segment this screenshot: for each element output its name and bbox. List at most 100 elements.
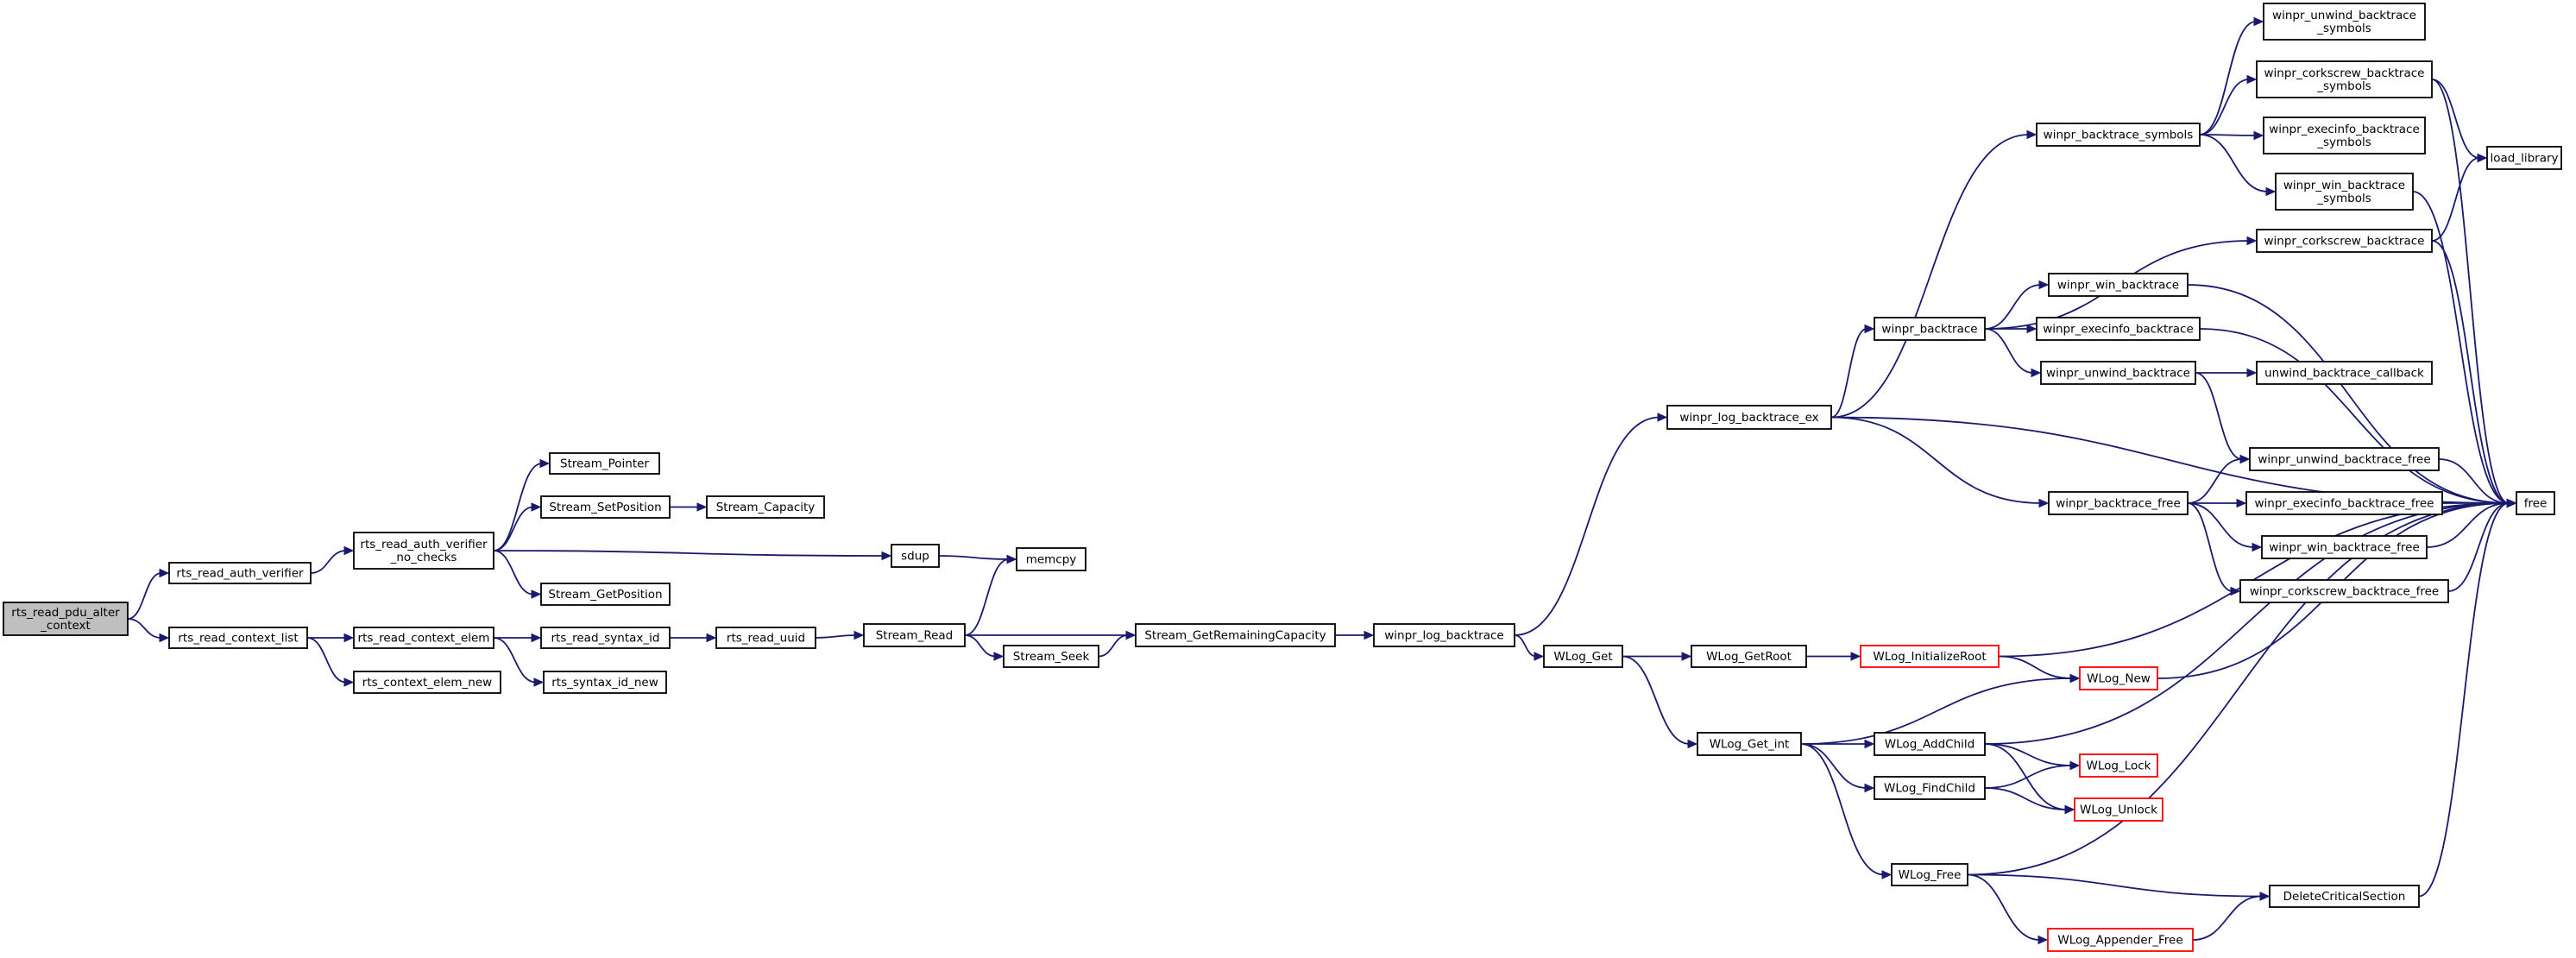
edge-line [1967, 873, 2263, 898]
node-winpr-log-backtrace-ex[interactable]: winpr_log_backtrace_ex [1666, 405, 1832, 430]
arrowhead-icon [533, 678, 545, 687]
node-winpr-win-backtrace-free[interactable]: winpr_win_backtrace_free [2261, 535, 2428, 559]
node-box [540, 495, 671, 519]
node-rts-syntax-id-new[interactable]: rts_syntax_id_new [543, 671, 667, 694]
edge-line [2192, 895, 2263, 941]
node-load-library[interactable]: load_library [2486, 146, 2562, 170]
node-winpr-log-backtrace[interactable]: winpr_log_backtrace [1373, 623, 1515, 647]
node-winpr-corkscrew-backtrace-free[interactable]: winpr_corkscrew_backtrace_free [2239, 579, 2449, 603]
arrowhead-icon [993, 652, 1005, 661]
edge-line [2438, 458, 2510, 504]
node-label: WLog_Get_int [1710, 738, 1790, 752]
edge-line [493, 506, 534, 551]
node-winpr-backtrace-free[interactable]: winpr_backtrace_free [2048, 491, 2189, 515]
node-winpr-corkscrew-backtrace-symbols[interactable]: winpr_corkscrew_backtrace_symbols [2256, 60, 2433, 98]
node-label: rts_read_context_list [178, 632, 298, 646]
node-label: _context [40, 619, 91, 633]
arrowhead-icon [2069, 673, 2081, 684]
node-winpr-execinfo-backtrace[interactable]: winpr_execinfo_backtrace [2036, 317, 2201, 341]
node-label: WLog_New [2087, 672, 2151, 686]
edge-winpr-backtrace-free-to-winpr-execinfo-backtrace-free [2188, 498, 2247, 508]
node-winpr-execinfo-backtrace-symbols[interactable]: winpr_execinfo_backtrace_symbols [2263, 117, 2426, 154]
node-label: rts_read_context_elem [358, 632, 490, 646]
node-label: WLog_InitializeRoot [1873, 650, 1986, 664]
edge-line [1514, 634, 1537, 658]
node-winpr-win-backtrace-symbols[interactable]: winpr_win_backtrace_symbols [2275, 173, 2414, 211]
edge-line [1514, 416, 1660, 636]
node-label: winpr_corkscrew_backtrace [2264, 235, 2424, 249]
node-winpr-unwind-backtrace-symbols[interactable]: winpr_unwind_backtrace_symbols [2263, 3, 2426, 41]
edge-rts-read-context-elem-to-rts-syntax-id-new [493, 637, 545, 687]
node-label: winpr_backtrace [1881, 323, 1977, 337]
node-rts-read-uuid[interactable]: rts_read_uuid [715, 627, 816, 649]
edge-line [2431, 79, 2510, 504]
node-box [1691, 645, 1807, 668]
edge-line [1800, 743, 1885, 876]
node-wlog-getroot[interactable]: WLog_GetRoot [1691, 645, 1807, 668]
node-rts-read-auth-verifier-no-checks[interactable]: rts_read_auth_verifier_no_checks [353, 532, 494, 570]
node-winpr-backtrace-symbols[interactable]: winpr_backtrace_symbols [2036, 123, 2201, 147]
node-stream-capacity[interactable]: Stream_Capacity [706, 495, 825, 519]
edge-line [127, 572, 162, 620]
node-winpr-corkscrew-backtrace[interactable]: winpr_corkscrew_backtrace [2256, 229, 2433, 253]
node-box [1003, 645, 1099, 668]
node-rts-context-elem-new[interactable]: rts_context_elem_new [353, 671, 501, 694]
node-label: winpr_backtrace_symbols [2044, 129, 2194, 142]
node-sdup[interactable]: sdup [891, 544, 940, 568]
edge-line [1984, 743, 2068, 810]
node-rts-read-pdu-alter-context[interactable]: rts_read_pdu_alter_context [3, 602, 129, 636]
node-rts-read-syntax-id[interactable]: rts_read_syntax_id [540, 627, 671, 649]
node-wlog-unlock[interactable]: WLog_Unlock [2074, 797, 2163, 822]
node-memcpy[interactable]: memcpy [1016, 547, 1086, 571]
node-label: Stream_GetPosition [548, 588, 662, 602]
node-free[interactable]: free [2516, 491, 2555, 515]
node-rts-read-context-list[interactable]: rts_read_context_list [168, 627, 308, 649]
node-stream-getposition[interactable]: Stream_GetPosition [540, 583, 671, 606]
node-label: winpr_execinfo_backtrace [2043, 323, 2194, 337]
node-rts-read-context-elem[interactable]: rts_read_context_elem [353, 627, 494, 649]
node-wlog-new[interactable]: WLog_New [2079, 666, 2158, 690]
node-winpr-win-backtrace[interactable]: winpr_win_backtrace [2048, 273, 2189, 297]
arrowhead-icon [2239, 454, 2251, 464]
node-label: _no_checks [390, 551, 457, 564]
node-stream-read[interactable]: Stream_Read [863, 623, 966, 647]
node-label: _symbols [2316, 79, 2371, 93]
node-wlog-findchild[interactable]: WLog_FindChild [1874, 776, 1986, 800]
node-stream-getremainingcapacity[interactable]: Stream_GetRemainingCapacity [1135, 623, 1336, 647]
node-box [1373, 623, 1515, 647]
edge-winpr-log-backtrace-ex-to-winpr-backtrace-free [1830, 416, 2050, 508]
arrowhead-icon [1681, 652, 1692, 661]
node-wlog-get[interactable]: WLog_Get [1543, 645, 1623, 668]
node-deletecriticalsection[interactable]: DeleteCriticalSection [2269, 885, 2420, 908]
node-box [2275, 173, 2414, 211]
node-box [2239, 579, 2449, 603]
node-wlog-initializeroot[interactable]: WLog_InitializeRoot [1860, 645, 2000, 668]
arrowhead-icon [2031, 368, 2042, 378]
node-stream-pointer[interactable]: Stream_Pointer [549, 452, 660, 475]
edge-line [1622, 655, 1691, 745]
node-box [2047, 928, 2194, 952]
node-label: Stream_SetPosition [549, 501, 661, 514]
node-label: rts_read_uuid [727, 632, 805, 646]
arrowhead-icon [1006, 554, 1017, 564]
node-wlog-free[interactable]: WLog_Free [1891, 863, 1968, 886]
node-wlog-appender-free[interactable]: WLog_Appender_Free [2047, 928, 2194, 952]
node-winpr-unwind-backtrace[interactable]: winpr_unwind_backtrace [2040, 361, 2196, 385]
edge-rts-read-pdu-alter-context-to-rts-read-auth-verifier [127, 568, 170, 620]
node-wlog-get-int[interactable]: WLog_Get_int [1697, 732, 1802, 756]
node-stream-setposition[interactable]: Stream_SetPosition [540, 495, 671, 519]
node-stream-seek[interactable]: Stream_Seek [1003, 645, 1099, 668]
node-winpr-backtrace[interactable]: winpr_backtrace [1874, 317, 1986, 341]
node-box [2249, 447, 2440, 471]
node-winpr-execinfo-backtrace-free[interactable]: winpr_execinfo_backtrace_free [2245, 491, 2443, 515]
node-wlog-lock[interactable]: WLog_Lock [2079, 753, 2158, 778]
edge-winpr-corkscrew-backtrace-symbols-to-free [2431, 79, 2517, 508]
node-rts-read-auth-verifier[interactable]: rts_read_auth_verifier [168, 562, 312, 584]
node-box [168, 627, 308, 649]
edge-wlog-get-int-to-wlog-findchild [1800, 743, 1875, 793]
node-unwind-backtrace-callback[interactable]: unwind_backtrace_callback [2256, 361, 2433, 385]
arrowhead-icon [1534, 652, 1545, 661]
node-winpr-unwind-backtrace-free[interactable]: winpr_unwind_backtrace_free [2249, 447, 2440, 471]
node-box [353, 627, 494, 649]
node-wlog-addchild[interactable]: WLog_AddChild [1874, 732, 1986, 756]
